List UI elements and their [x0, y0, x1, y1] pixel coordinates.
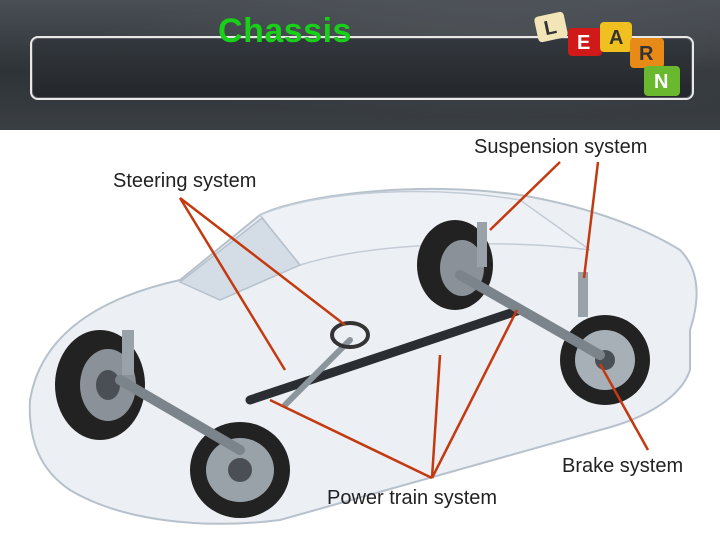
- power-train-leader-left: [269, 398, 433, 480]
- steering-leader-right: [179, 197, 346, 326]
- page-title: Chassis: [218, 12, 352, 50]
- label-brake-system: Brake system: [562, 455, 684, 477]
- label-power-train-system: Power train system: [327, 487, 498, 509]
- rear-suspension-strut-right: [578, 272, 588, 317]
- logo-letter-e: E: [577, 32, 590, 54]
- steering-column: [282, 337, 353, 408]
- label-suspension-system: Suspension system: [474, 136, 648, 158]
- steering-wheel: [330, 321, 370, 349]
- suspension-leader-left: [489, 161, 561, 231]
- front-axle: [115, 375, 245, 455]
- logo-letter-r: R: [639, 43, 654, 65]
- rear-axle: [455, 270, 605, 360]
- logo-letter-n: N: [654, 71, 668, 93]
- power-train-leader-right: [430, 309, 519, 479]
- steering-leader-left: [178, 197, 287, 371]
- power-train-leader-mid: [430, 354, 442, 479]
- logo-letter-l: L: [542, 16, 559, 40]
- car-roof-outline: [258, 190, 591, 266]
- front-suspension-strut: [122, 330, 134, 375]
- logo-letter-a: A: [609, 27, 623, 49]
- rear-suspension-strut-left: [477, 222, 487, 267]
- drive-shaft: [245, 305, 525, 405]
- suspension-leader-right: [582, 161, 600, 279]
- leader-lines: [178, 161, 650, 480]
- learn-puzzle-logo: L E A R N: [534, 11, 680, 96]
- rear-right-wheel: [560, 315, 650, 405]
- front-right-wheel: [190, 422, 290, 518]
- brake-leader: [598, 363, 650, 451]
- label-steering-system: Steering system: [113, 170, 257, 192]
